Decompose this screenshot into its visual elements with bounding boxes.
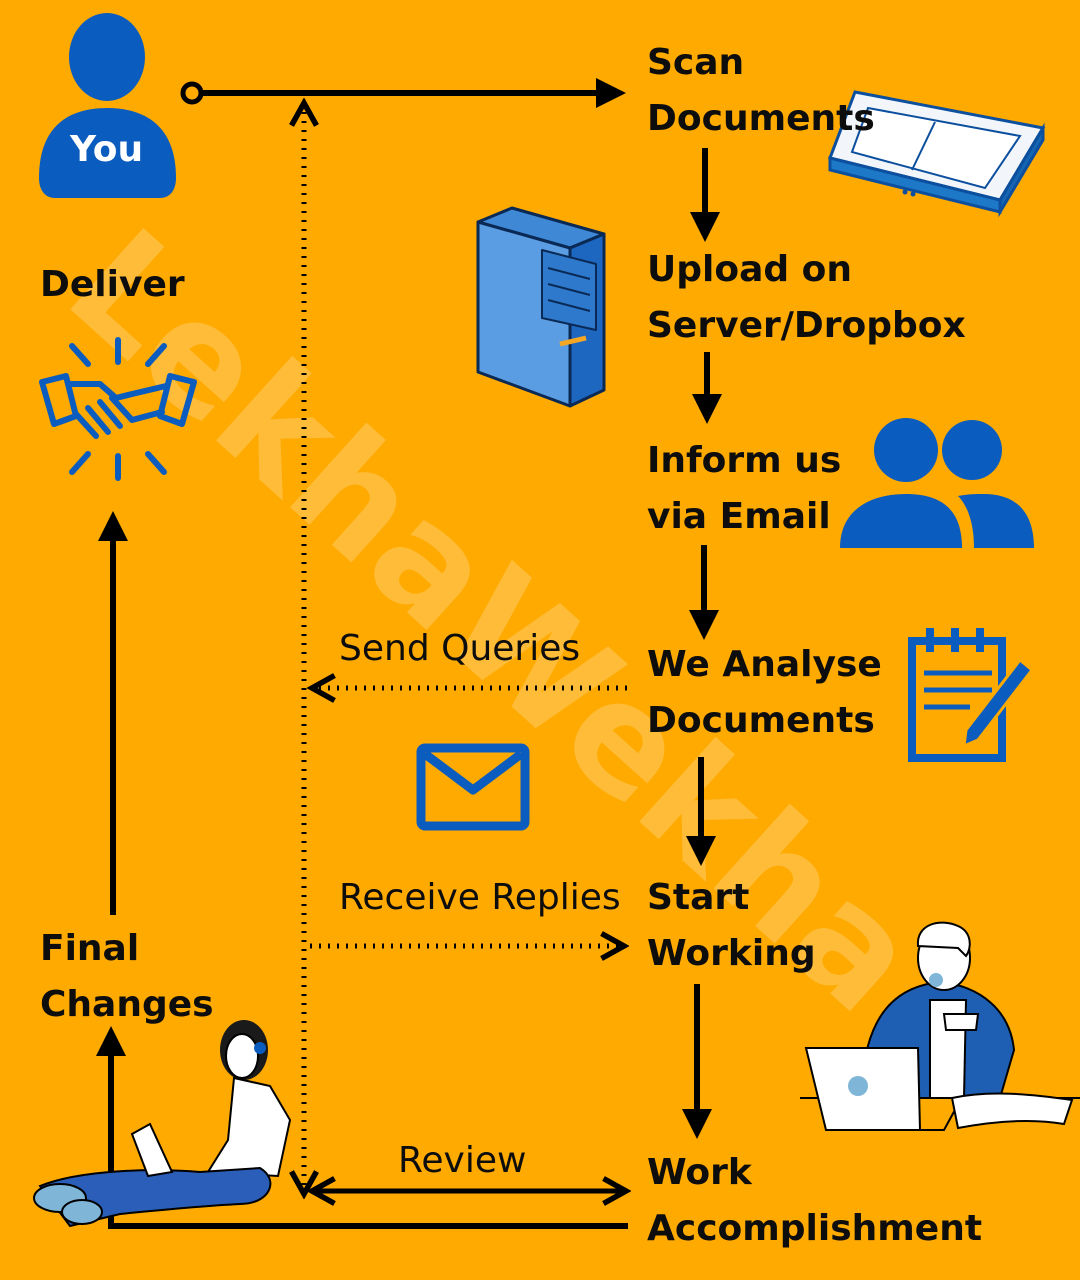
step-analyse-line2: Documents	[647, 700, 875, 741]
step-deliver: Deliver	[40, 264, 185, 305]
step-final-line1: Final	[40, 928, 140, 969]
step-start-line2: Working	[647, 933, 816, 974]
step-scan-line2: Documents	[647, 98, 875, 139]
envelope-icon	[416, 743, 530, 831]
step-accomplish-line1: Work	[647, 1152, 752, 1193]
step-inform-line2: via Email	[647, 496, 831, 537]
user-icon	[39, 13, 176, 198]
step-analyse: We Analyse Documents	[647, 637, 882, 749]
step-upload: Upload on Server/Dropbox	[647, 242, 966, 354]
step-inform: Inform us via Email	[647, 433, 841, 545]
start-node	[180, 81, 204, 105]
scanner-icon	[827, 90, 1046, 218]
step-work-accomplishment: Work Accomplishment	[647, 1145, 982, 1257]
you-label: You	[70, 129, 144, 170]
step-upload-line2: Server/Dropbox	[647, 305, 966, 346]
step-inform-line1: Inform us	[647, 440, 842, 481]
step-start-working: Start Working	[647, 870, 816, 982]
receive-replies-label: Receive Replies	[339, 877, 621, 918]
step-scan-line1: Scan	[647, 42, 745, 83]
group-icon	[840, 418, 1034, 548]
man-laptop-illustration	[800, 921, 1080, 1131]
step-accomplish-line2: Accomplishment	[647, 1208, 983, 1249]
handshake-icon	[39, 337, 197, 481]
send-queries-label: Send Queries	[339, 628, 581, 669]
step-analyse-line1: We Analyse	[647, 644, 882, 685]
step-final-line2: Changes	[40, 984, 214, 1025]
step-start-line1: Start	[647, 877, 750, 918]
step-scan-documents: Scan Documents	[647, 35, 875, 147]
notepad-pen-icon	[908, 628, 1035, 762]
step-upload-line1: Upload on	[647, 249, 853, 290]
step-final-changes: Final Changes	[40, 921, 214, 1033]
woman-laptop-illustration	[33, 1020, 292, 1228]
server-icon	[476, 206, 606, 408]
review-label: Review	[398, 1140, 527, 1181]
